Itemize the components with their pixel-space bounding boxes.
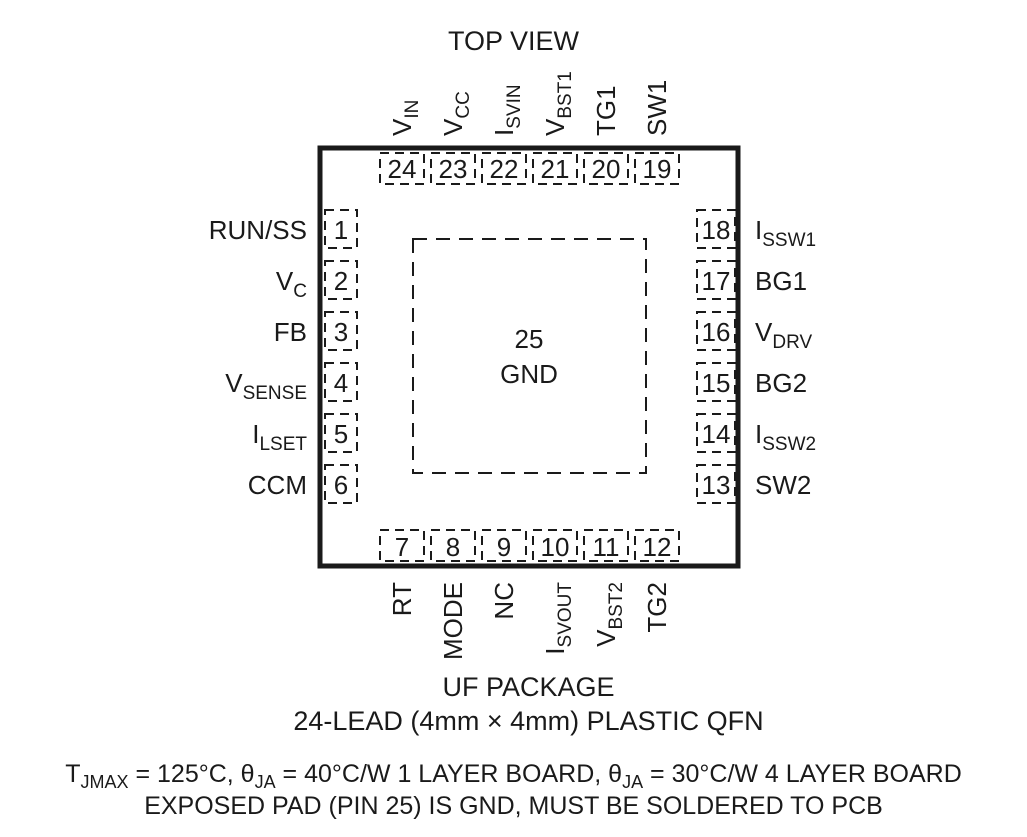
exposed-pad-name: GND xyxy=(500,359,558,389)
pin-label-6: CCM xyxy=(248,470,307,500)
pin-number-23: 23 xyxy=(439,154,468,184)
pin-pad-20 xyxy=(583,152,629,185)
pin-pad-18 xyxy=(696,209,736,249)
pin-number-19: 19 xyxy=(643,154,672,184)
exposed-pad-outline xyxy=(412,238,647,474)
pin-pad-2 xyxy=(324,260,358,300)
pin-number-17: 17 xyxy=(702,266,731,296)
pin-number-1: 1 xyxy=(334,215,348,245)
pin-label-8: MODE xyxy=(438,582,468,660)
thermal-note-part3: = 30°C/W 4 LAYER BOARD xyxy=(643,760,962,788)
thermal-note-part1: = 125°C, θ xyxy=(128,760,255,788)
pin-label-15: BG2 xyxy=(755,368,807,398)
pin-number-3: 3 xyxy=(334,317,348,347)
pin-label-3: FB xyxy=(274,317,307,347)
pin-number-22: 22 xyxy=(490,154,519,184)
pin-label-22: ISVIN xyxy=(489,84,525,136)
pin-pad-13 xyxy=(696,464,736,504)
thermal-note-part2: = 40°C/W 1 LAYER BOARD, θ xyxy=(275,760,623,788)
pin-label-12: TG2 xyxy=(642,582,672,633)
pin-label-10: ISVOUT xyxy=(540,582,576,655)
pin-pad-15 xyxy=(696,362,736,402)
pin-label-11: VBST2 xyxy=(591,582,627,647)
pin-pad-12 xyxy=(634,529,680,562)
pin-pad-6 xyxy=(324,464,358,504)
tjmax-subscript: JMAX xyxy=(80,772,129,793)
pin-pad-3 xyxy=(324,311,358,351)
pin-label-19: SW1 xyxy=(642,80,672,136)
pin-number-20: 20 xyxy=(592,154,621,184)
pin-pad-16 xyxy=(696,311,736,351)
thermal-note: TJMAX = 125°C, θJA = 40°C/W 1 LAYER BOAR… xyxy=(0,760,1027,793)
pin-number-18: 18 xyxy=(702,215,731,245)
pin-number-2: 2 xyxy=(334,266,348,296)
pin-pad-14 xyxy=(696,413,736,453)
pin-label-7: RT xyxy=(387,582,417,616)
pin-pad-10 xyxy=(532,529,578,562)
pin-number-21: 21 xyxy=(541,154,570,184)
pin-number-14: 14 xyxy=(702,419,731,449)
pin-number-8: 8 xyxy=(446,532,460,562)
pin-number-15: 15 xyxy=(702,368,731,398)
package-description: 24-LEAD (4mm × 4mm) PLASTIC QFN xyxy=(293,706,764,736)
pin-label-17: BG1 xyxy=(755,266,807,296)
pin-pad-11 xyxy=(583,529,629,562)
pin-pad-8 xyxy=(430,529,476,562)
pin-number-6: 6 xyxy=(334,470,348,500)
top-view-title: TOP VIEW xyxy=(447,26,580,56)
pin-pad-1 xyxy=(324,209,358,249)
pin-number-11: 11 xyxy=(593,532,620,562)
pin-pad-7 xyxy=(379,529,425,562)
theta-ja-subscript-2: JA xyxy=(622,772,644,793)
pin-pad-23 xyxy=(430,152,476,185)
pin-label-21: VBST1 xyxy=(540,71,576,136)
pin-number-4: 4 xyxy=(334,368,348,398)
pin-number-7: 7 xyxy=(395,532,409,562)
pin-label-4: VSENSE xyxy=(225,368,307,404)
pin-number-9: 9 xyxy=(497,532,511,562)
theta-ja-subscript: JA xyxy=(254,772,276,793)
pin-number-5: 5 xyxy=(334,419,348,449)
pin-label-13: SW2 xyxy=(755,470,811,500)
tjmax-symbol: T xyxy=(65,760,81,788)
pin-pad-19 xyxy=(634,152,680,185)
pin-label-20: TG1 xyxy=(591,85,621,136)
pin-pad-4 xyxy=(324,362,358,402)
exposed-pad-note: EXPOSED PAD (PIN 25) IS GND, MUST BE SOL… xyxy=(144,792,883,820)
package-outline xyxy=(317,145,741,569)
pin-number-10: 10 xyxy=(541,532,570,562)
pin-pad-17 xyxy=(696,260,736,300)
pin-number-12: 12 xyxy=(643,532,672,562)
pin-pad-9 xyxy=(481,529,527,562)
pin-pad-21 xyxy=(532,152,578,185)
pin-label-24: VIN xyxy=(387,100,423,136)
pin-label-16: VDRV xyxy=(755,317,812,353)
pin-label-1: RUN/SS xyxy=(209,215,307,245)
pin-label-23: VCC xyxy=(438,91,474,136)
package-name: UF PACKAGE xyxy=(442,672,615,702)
pin-number-13: 13 xyxy=(702,470,731,500)
pin-number-16: 16 xyxy=(702,317,731,347)
pin-label-2: VC xyxy=(276,266,307,302)
pin-number-24: 24 xyxy=(388,154,417,184)
pin-label-14: ISSW2 xyxy=(755,419,816,455)
pin-label-5: ILSET xyxy=(252,419,307,455)
pin-pad-24 xyxy=(379,152,425,185)
pin-pad-5 xyxy=(324,413,358,453)
pin-label-9: NC xyxy=(489,582,519,620)
pin-label-18: ISSW1 xyxy=(755,215,816,251)
exposed-pad-number: 25 xyxy=(515,324,544,354)
pin-pad-22 xyxy=(481,152,527,185)
